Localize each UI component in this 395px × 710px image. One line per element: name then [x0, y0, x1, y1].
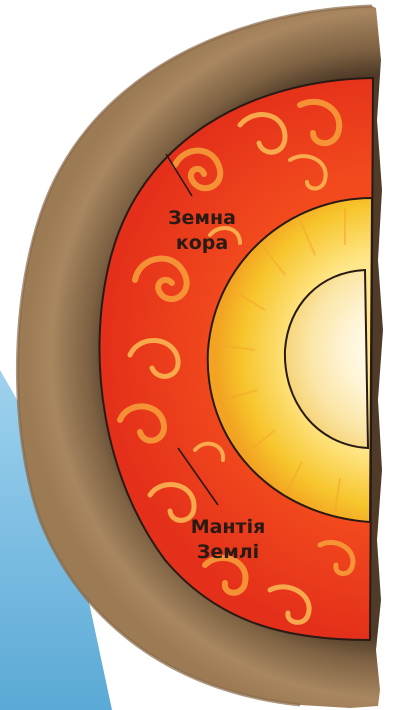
crust-label: Земна кора: [156, 206, 248, 256]
crust-label-line1: Земна: [156, 206, 248, 231]
mantle-label-line1: Мантія: [176, 515, 280, 540]
mantle-label: Мантія Землі: [176, 515, 280, 565]
mantle-label-line2: Землі: [176, 540, 280, 565]
crust-label-line2: кора: [156, 231, 248, 256]
